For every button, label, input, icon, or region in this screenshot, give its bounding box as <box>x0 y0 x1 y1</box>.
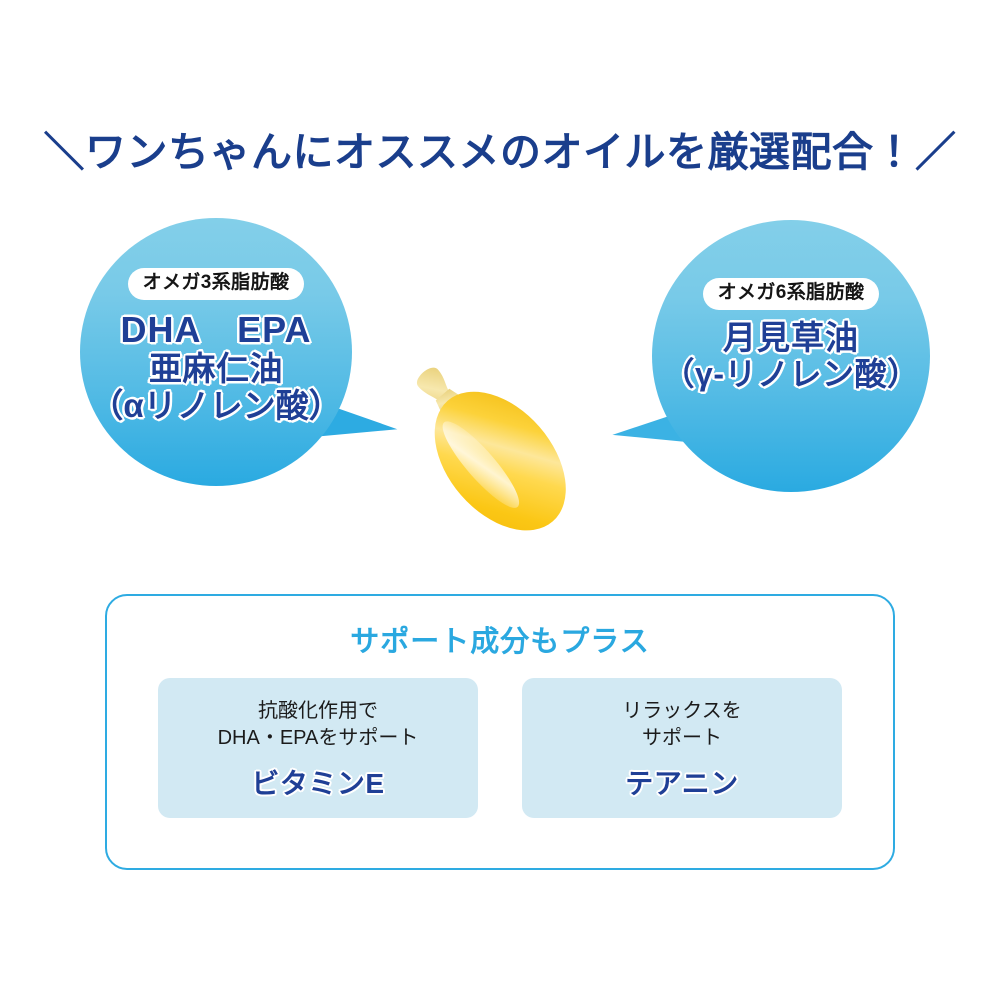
support-cards-row: 抗酸化作用で DHA・EPAをサポート ビタミンE リラックスを サポート テア… <box>107 678 893 818</box>
bubble-omega3-line-2: 亜麻仁油 <box>148 349 283 387</box>
support-card-vitamin-e-desc-line-2: DHA・EPAをサポート <box>217 727 419 749</box>
support-card-vitamin-e-desc-line-1: 抗酸化作用で <box>257 700 378 722</box>
support-ingredients-panel: サポート成分もプラス 抗酸化作用で DHA・EPAをサポート ビタミンE リラッ… <box>105 594 895 870</box>
panel-title: サポート成分もプラス <box>350 626 650 658</box>
support-card-vitamin-e-desc: 抗酸化作用で DHA・EPAをサポート <box>218 698 419 752</box>
capsule-body <box>434 391 566 531</box>
headline-close-slash: ／ <box>915 129 957 175</box>
bubble-omega3-body: DHA EPA 亜麻仁油 （αリノレン酸） <box>90 309 341 425</box>
bubble-omega6: オメガ6系脂肪酸 月見草油 （γ-リノレン酸） <box>652 220 930 492</box>
bubble-omega3-pill-label: オメガ3系脂肪酸 <box>127 268 305 300</box>
softgel-capsule-icon <box>416 367 566 531</box>
bubble-omega3: オメガ3系脂肪酸 DHA EPA 亜麻仁油 （αリノレン酸） <box>80 218 352 486</box>
bubble-omega6-pill-label: オメガ6系脂肪酸 <box>702 278 880 310</box>
support-card-theanine-desc-line-2: サポート <box>642 727 722 749</box>
bubble-omega3-line-1: DHA EPA <box>120 308 312 350</box>
support-card-vitamin-e: 抗酸化作用で DHA・EPAをサポート ビタミンE <box>158 678 478 818</box>
capsule-highlight <box>442 421 520 508</box>
page-headline: ＼ワンちゃんにオススメのオイルを厳選配合！／ <box>0 128 1000 177</box>
bubble-omega6-line-1: 月見草油 <box>723 318 859 356</box>
support-card-theanine-desc: リラックスを サポート <box>622 698 741 752</box>
bubble-omega3-line-3: （αリノレン酸） <box>90 387 342 425</box>
bubble-omega6-content: オメガ6系脂肪酸 月見草油 （γ-リノレン酸） <box>652 220 930 492</box>
support-card-theanine: リラックスを サポート テアニン <box>522 678 842 818</box>
capsule-illustration <box>360 335 630 565</box>
headline-open-slash: ＼ <box>43 129 85 175</box>
capsule-tab <box>416 367 451 403</box>
support-card-theanine-desc-line-1: リラックスを <box>622 700 742 722</box>
headline-text: ワンちゃんにオススメのオイルを厳選配合！ <box>85 129 915 175</box>
support-card-theanine-name: テアニン <box>625 768 739 799</box>
bubble-omega6-line-2: （γ-リノレン酸） <box>662 356 920 393</box>
support-card-vitamin-e-name: ビタミンE <box>251 768 385 799</box>
bubble-omega3-content: オメガ3系脂肪酸 DHA EPA 亜麻仁油 （αリノレン酸） <box>80 218 352 486</box>
bubble-omega6-body: 月見草油 （γ-リノレン酸） <box>663 319 920 393</box>
